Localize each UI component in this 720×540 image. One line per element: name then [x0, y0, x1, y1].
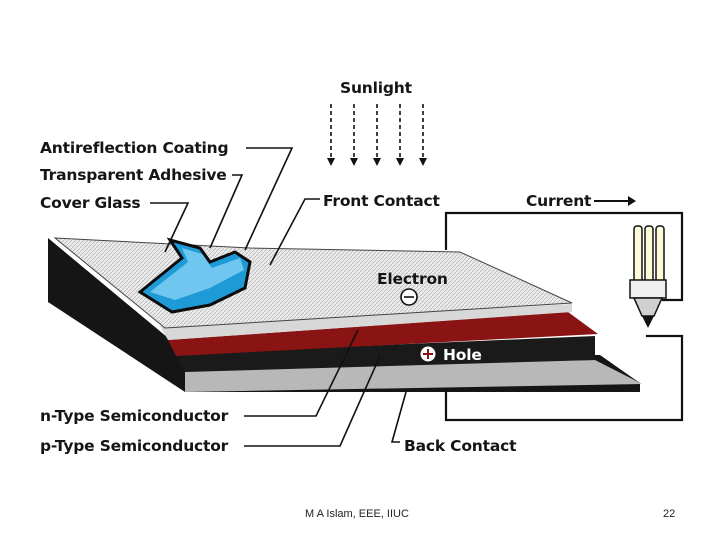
light-bulb-icon	[629, 225, 667, 328]
label-current: Current	[526, 192, 592, 210]
current-arrow	[594, 196, 636, 206]
cell-layers	[48, 237, 642, 392]
label-front-contact: Front Contact	[323, 192, 440, 210]
footer-author: M A Islam, EEE, IIUC	[305, 508, 409, 520]
p-type-layer	[175, 336, 595, 372]
cover-glass-highlight	[150, 248, 244, 300]
sunlight-rays	[327, 104, 427, 166]
junction-strip	[160, 304, 572, 340]
leader-lines	[150, 147, 407, 447]
electron-symbol-icon	[400, 288, 418, 306]
n-type-layer	[168, 312, 598, 356]
circuit-wire	[444, 211, 684, 422]
label-antireflection-coating: Antireflection Coating	[40, 139, 228, 157]
label-n-type: n-Type Semiconductor	[40, 407, 229, 425]
hole-symbol-icon	[420, 346, 436, 362]
label-hole: Hole	[443, 346, 482, 364]
label-back-contact: Back Contact	[404, 437, 517, 455]
label-p-type: p-Type Semiconductor	[40, 437, 229, 455]
page-number: 22	[663, 508, 676, 520]
label-transparent-adhesive: Transparent Adhesive	[40, 166, 227, 184]
label-sunlight: Sunlight	[340, 79, 413, 97]
label-cover-glass: Cover Glass	[40, 194, 140, 212]
label-electron: Electron	[377, 270, 448, 288]
